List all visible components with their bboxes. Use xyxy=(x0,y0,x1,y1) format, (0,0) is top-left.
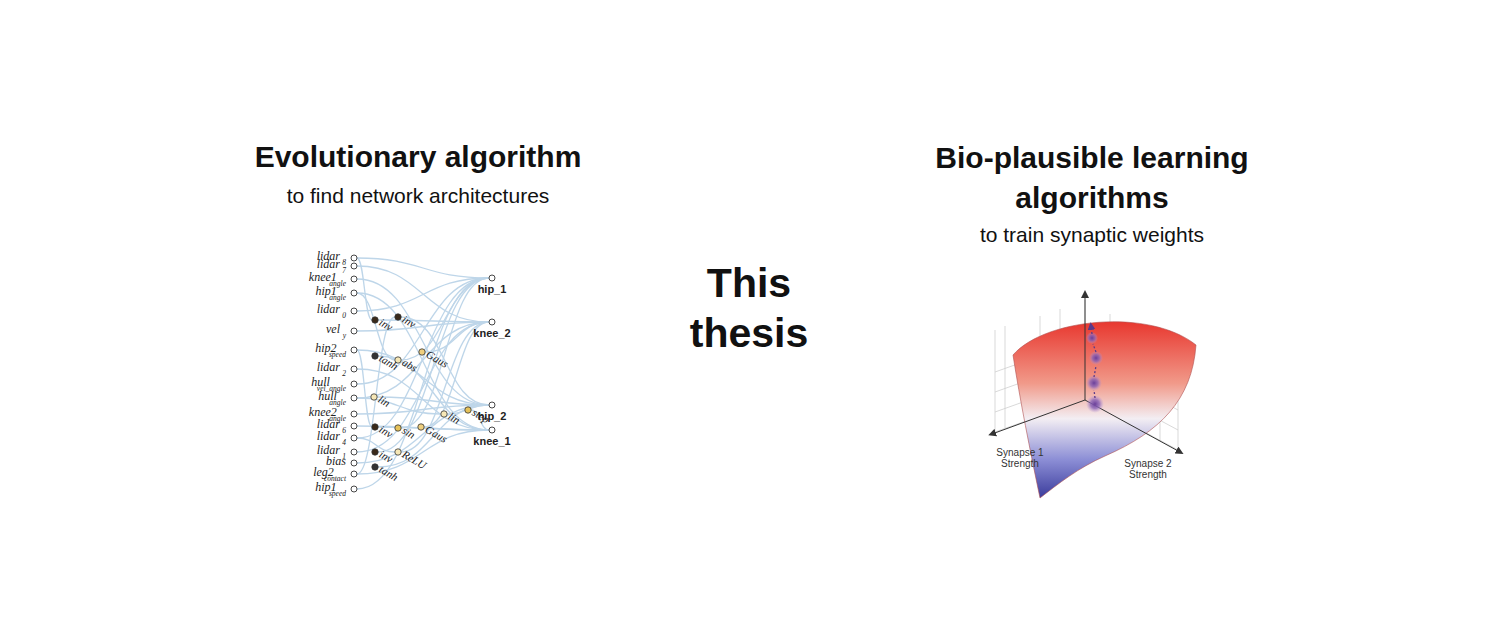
input-subscript: 4 xyxy=(342,439,346,447)
hidden-node xyxy=(371,394,377,400)
input-node xyxy=(351,395,357,401)
hidden-node xyxy=(372,449,378,455)
hidden-node xyxy=(395,449,401,455)
input-subscript: 2 xyxy=(342,370,346,378)
input-node xyxy=(351,290,357,296)
hidden-node xyxy=(372,353,378,359)
hidden-node xyxy=(372,317,378,323)
input-subscript: y xyxy=(343,332,346,340)
heading-text: Evolutionary algorithm xyxy=(138,138,698,176)
input-node xyxy=(351,435,357,441)
input-subscript: 7 xyxy=(342,267,346,275)
overlap-lens: This thesis xyxy=(630,10,871,626)
input-node xyxy=(351,381,357,387)
input-node xyxy=(351,308,357,314)
input-node xyxy=(351,347,357,353)
network-connections xyxy=(357,258,489,489)
input-node xyxy=(351,460,357,466)
input-subscript: 8 xyxy=(342,259,346,267)
input-subscript: speed xyxy=(329,490,346,498)
hidden-node xyxy=(372,424,378,430)
input-label: lidar xyxy=(317,361,340,373)
input-label: lidar xyxy=(317,430,340,442)
output-label: hip_1 xyxy=(478,284,507,295)
input-subscript: 0 xyxy=(342,312,346,320)
activation-label: Gaus xyxy=(423,424,449,445)
input-node xyxy=(351,449,357,455)
input-label: lidar xyxy=(317,258,340,270)
input-node xyxy=(351,471,357,477)
lens-fill xyxy=(630,10,871,626)
input-subscript: speed xyxy=(329,351,346,359)
input-node xyxy=(351,255,357,261)
activation-label: step xyxy=(470,407,491,425)
hidden-node xyxy=(418,424,424,430)
input-subscript: angle xyxy=(329,294,346,302)
heading-text: This thesis xyxy=(664,258,834,358)
hidden-node xyxy=(395,314,401,320)
subtitle-text: to find network architectures xyxy=(188,183,648,209)
input-node xyxy=(351,423,357,429)
ellipse-fill xyxy=(25,8,871,628)
ellipse-fill xyxy=(630,10,1475,626)
loss-surface xyxy=(1013,322,1196,498)
hidden-node xyxy=(441,411,447,417)
descent-path xyxy=(1086,326,1104,413)
input-label: lidar xyxy=(317,303,340,315)
output-node xyxy=(489,402,495,408)
input-node xyxy=(351,486,357,492)
axes xyxy=(992,294,1180,452)
input-node xyxy=(351,328,357,334)
input-node xyxy=(351,276,357,282)
output-label: knee_2 xyxy=(473,328,510,339)
input-label: vel xyxy=(326,323,340,335)
output-node xyxy=(489,275,495,281)
subtitle-text: to train synaptic weights xyxy=(892,222,1292,248)
hidden-node xyxy=(372,464,378,470)
input-node xyxy=(351,366,357,372)
output-node xyxy=(489,427,495,433)
input-label: lidar xyxy=(317,418,340,430)
axis-label: Synapse 2 Strength xyxy=(1118,458,1178,480)
axis-label: Synapse 1 Strength xyxy=(990,447,1050,469)
hidden-node xyxy=(395,425,401,431)
input-subscript: 6 xyxy=(342,427,346,435)
output-node xyxy=(489,319,495,325)
heading-text: Bio-plausible learning algorithms xyxy=(882,138,1302,218)
activation-label: lin xyxy=(376,394,392,409)
hidden-node xyxy=(419,349,425,355)
activation-label: tanh xyxy=(377,353,399,372)
hidden-node xyxy=(465,407,471,413)
input-node xyxy=(351,263,357,269)
output-label: knee_1 xyxy=(473,436,510,447)
input-node xyxy=(351,411,357,417)
